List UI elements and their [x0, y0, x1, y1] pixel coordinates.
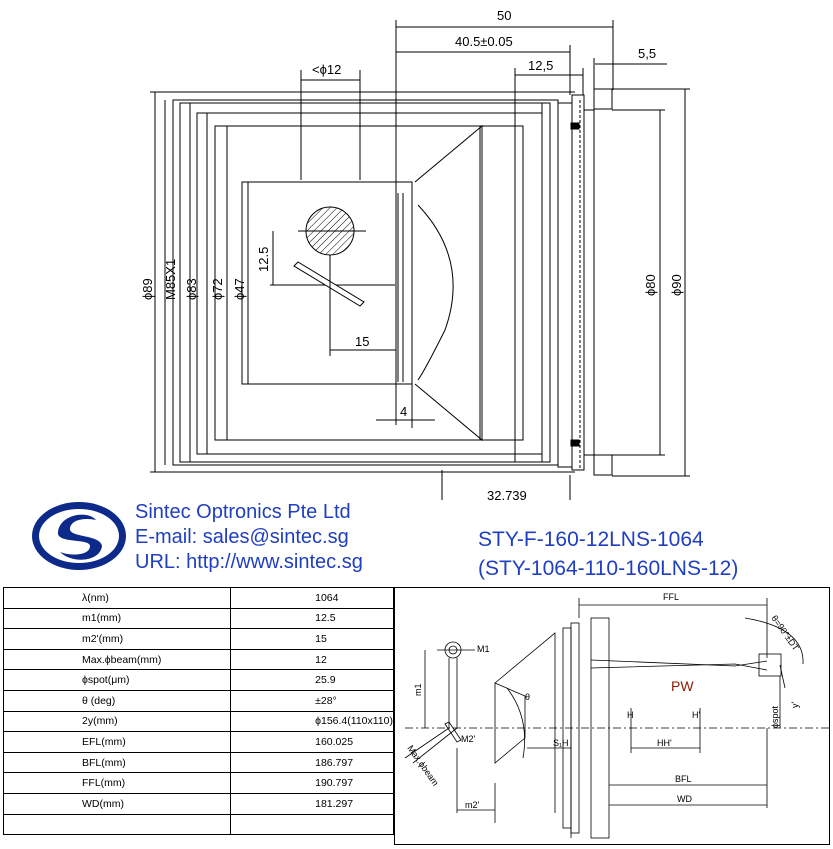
table-row: Max.ϕbeam(mm)12: [2, 648, 394, 671]
dim-phi12: <ϕ12: [312, 62, 341, 77]
table-row: m2'(mm)15: [2, 628, 394, 650]
label-max-beam: Max.ϕbeam: [405, 743, 440, 787]
dim-phi72: ϕ72: [210, 278, 225, 300]
dim-phi83: ϕ83: [184, 278, 199, 300]
table-row: [2, 813, 394, 836]
param-cell: Max.ϕbeam(mm): [2, 648, 232, 671]
value-cell: 181.297: [230, 792, 394, 815]
value-cell: 186.797: [230, 751, 394, 774]
table-row: λ(nm)1064: [2, 587, 394, 609]
table-row: FFL(mm)190.797: [2, 772, 394, 794]
param-cell: BFL(mm): [2, 751, 232, 774]
label-s1h: S₁H: [553, 738, 569, 748]
dim-12-5-side: 12.5: [256, 247, 271, 272]
label-m1-dim: m1: [413, 683, 423, 696]
value-cell: ϕ156.4(110x110): [230, 710, 394, 733]
value-cell: 25.9: [230, 669, 394, 691]
label-m2-dim: m2': [465, 800, 480, 810]
dim-5-5: 5,5: [638, 46, 656, 61]
label-hh-prime: HH': [657, 738, 672, 748]
param-cell: 2y(mm): [2, 710, 232, 733]
dim-32-739: 32,739: [487, 488, 527, 500]
table-row: 2y(mm)ϕ156.4(110x110): [2, 710, 394, 733]
value-cell: 190.797: [230, 772, 394, 794]
label-bfl: BFL: [675, 774, 692, 784]
label-phi-spot: ϕspot: [770, 705, 780, 728]
model-line-2: (STY-1064-110-160LNS-12): [478, 557, 739, 580]
company-name: Sintec Optronics Pte Ltd: [135, 501, 351, 523]
label-y-prime: y': [790, 702, 800, 709]
lens-technical-drawing: 50 40.5±0.05 12,5 5,5 <ϕ12 15 4 32,739 ϕ…: [140, 8, 690, 500]
value-cell: 15: [230, 628, 394, 650]
label-m1: M1: [477, 644, 490, 654]
dim-phi89: ϕ89: [140, 278, 155, 300]
value-cell: 12: [230, 648, 394, 671]
model-number: STY-F-160-12LNS-1064 (STY-1064-110-160LN…: [478, 525, 738, 583]
value-cell: 12.5: [230, 607, 394, 630]
label-wd: WD: [677, 794, 692, 804]
label-theta-dt: θ=90°±DT: [769, 613, 801, 653]
param-cell: WD(mm): [2, 792, 232, 815]
dim-40-5: 40.5±0.05: [455, 34, 513, 49]
sintec-logo: [32, 502, 126, 570]
param-cell: FFL(mm): [2, 772, 232, 794]
param-cell: EFL(mm): [2, 731, 232, 753]
table-row: WD(mm)181.297: [2, 792, 394, 815]
value-cell: 1064: [230, 587, 394, 609]
param-cell: m1(mm): [2, 607, 232, 630]
dim-phi80: ϕ80: [643, 274, 658, 296]
table-row: θ (deg)±28°: [2, 689, 394, 712]
table-row: m1(mm)12.5: [2, 607, 394, 630]
optical-schematic: FFL θ=90°±DT M1 m1 θ PW H H' ϕspot y' M2…: [404, 592, 829, 839]
table-row: EFL(mm)160.025: [2, 731, 394, 753]
param-cell: [2, 813, 232, 836]
table-row: ϕspot(μm)25.9: [2, 669, 394, 691]
label-ffl: FFL: [663, 592, 679, 602]
param-cell: m2'(mm): [2, 628, 232, 650]
dim-4: 4: [400, 404, 407, 419]
model-line-1: STY-F-160-12LNS-1064: [478, 528, 704, 551]
label-m2-prime: M2': [461, 734, 476, 744]
label-h-prime: H': [692, 710, 700, 720]
spec-table: λ(nm)1064 m1(mm)12.5 m2'(mm)15 Max.ϕbeam…: [2, 587, 394, 836]
dim-m85: M85X1: [163, 259, 178, 300]
label-theta: θ: [525, 692, 530, 702]
dim-15: 15: [355, 334, 369, 349]
value-cell: 160.025: [230, 731, 394, 753]
dim-phi90: ϕ90: [669, 274, 684, 296]
value-cell: [230, 813, 394, 836]
optical-schematic-panel: FFL θ=90°±DT M1 m1 θ PW H H' ϕspot y' M2…: [394, 587, 830, 845]
dim-50: 50: [497, 8, 511, 23]
company-url: URL: http://www.sintec.sg: [135, 551, 363, 573]
label-h: H: [627, 710, 634, 720]
company-email: E-mail: sales@sintec.sg: [135, 526, 349, 548]
dim-12-5-top: 12,5: [528, 58, 553, 73]
param-cell: λ(nm): [2, 587, 232, 609]
value-cell: ±28°: [230, 689, 394, 712]
param-cell: θ (deg): [2, 689, 232, 712]
company-info: Sintec Optronics Pte Ltd E-mail: sales@s…: [135, 500, 363, 575]
dim-phi47: ϕ47: [232, 278, 247, 300]
table-row: BFL(mm)186.797: [2, 751, 394, 774]
label-pw: PW: [671, 678, 694, 694]
param-cell: ϕspot(μm): [2, 669, 232, 691]
